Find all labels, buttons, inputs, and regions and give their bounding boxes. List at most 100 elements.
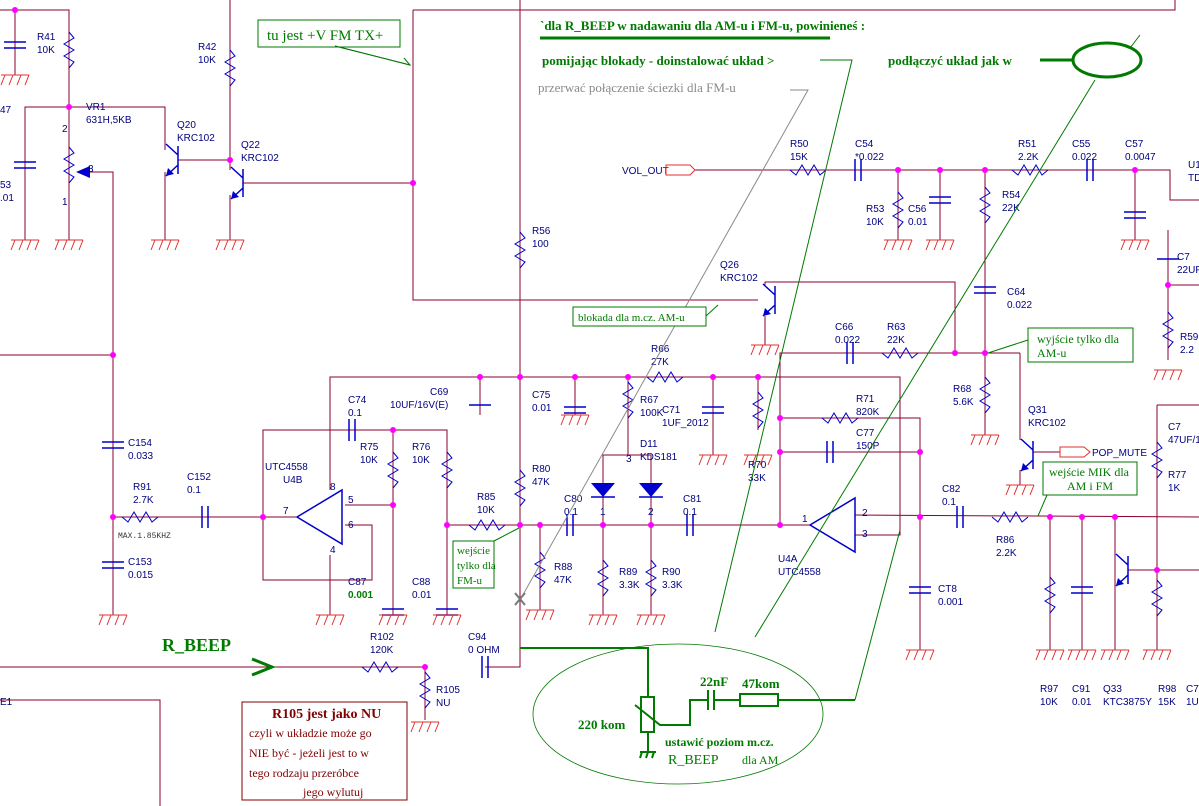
- component-ref: R97: [1040, 684, 1059, 695]
- component-ref: R54: [1002, 190, 1021, 201]
- component-value: 10UF/16V(E): [390, 400, 448, 411]
- component-ref: U4A: [778, 554, 798, 565]
- beep-label: R_BEEP: [668, 753, 719, 768]
- component-ref: C69: [430, 387, 449, 398]
- component-ref: R102: [370, 632, 394, 643]
- ground-icon: [925, 239, 955, 251]
- component-value: 120K: [370, 645, 394, 656]
- component-ref: R75: [360, 442, 379, 453]
- ground-icon: [410, 721, 440, 733]
- resistor-icon: [224, 49, 236, 87]
- capacitor-icon: [702, 406, 724, 414]
- component-value: 47: [0, 105, 12, 116]
- component-value: 0.01: [532, 403, 552, 414]
- junction-dot: [952, 350, 958, 356]
- ground-icon: [1120, 239, 1150, 251]
- diode-icon: [639, 483, 663, 497]
- component-ref: E1: [0, 697, 13, 708]
- pin-number: 1: [62, 197, 68, 208]
- component-value: 3.3K: [662, 580, 683, 591]
- component-value: 2.2: [1180, 345, 1194, 356]
- annotation-text: wejście MIK dla: [1049, 465, 1130, 479]
- transistor-arrow-icon: [1116, 578, 1124, 586]
- component-ref: R67: [640, 395, 659, 406]
- leader-line-cut: [519, 89, 809, 601]
- resistor-icon: [1151, 441, 1163, 479]
- junction-dot: [982, 167, 988, 173]
- capacitor-icon: [102, 561, 124, 569]
- component-value: 0.022: [835, 335, 860, 346]
- ground-icon: [883, 239, 913, 251]
- pin-number: 1: [802, 514, 808, 525]
- component-value: 100K: [640, 408, 664, 419]
- annotation-text: tylko dla: [457, 560, 496, 572]
- component-ref: C57: [1125, 139, 1144, 150]
- component-value: 10K: [1040, 697, 1058, 708]
- annotation-text: wyjście tylko dla: [1037, 332, 1120, 346]
- component-value: 0.01: [412, 590, 432, 601]
- component-value: 0.001: [938, 597, 963, 608]
- capacitor-icon: [974, 286, 996, 294]
- component-ref: R68: [953, 384, 972, 395]
- component-ref: Q31: [1028, 405, 1047, 416]
- junction-dot: [600, 522, 606, 528]
- junction-dot: [982, 350, 988, 356]
- component-ref: VR1: [86, 102, 106, 113]
- vol-out-port-icon: [665, 164, 696, 176]
- component-ref: R41: [37, 32, 56, 43]
- component-ref: R53: [866, 204, 885, 215]
- junction-dot: [777, 449, 783, 455]
- resistor-icon: [1044, 576, 1056, 614]
- capacitor-icon: [348, 419, 356, 441]
- component-ref: R91: [133, 482, 152, 493]
- ground-icon: [698, 454, 728, 466]
- component-ref: R90: [662, 567, 681, 578]
- annotation-text: AM-u: [1037, 346, 1066, 360]
- component-value: 2.2K: [996, 548, 1017, 559]
- component-value: 10K: [37, 45, 55, 56]
- pin-number: 3: [862, 529, 868, 540]
- r105-note-box: R105 jest jako NU czyli w układzie może …: [241, 701, 408, 801]
- capacitor-icon: [956, 506, 964, 528]
- transistor-arrow-icon: [166, 168, 174, 176]
- resistor-icon: [597, 559, 609, 597]
- capacitor-icon: [929, 196, 951, 204]
- r-beep-arrow-icon: [251, 657, 277, 677]
- component-value: TDA: [1188, 173, 1199, 184]
- resistor-icon: [468, 519, 506, 531]
- cut-mark-icon: [514, 592, 526, 606]
- junction-dot: [895, 167, 901, 173]
- component-value: 2.7K: [133, 495, 154, 506]
- junction-dot: [1165, 282, 1171, 288]
- component-ref: C80: [564, 494, 583, 505]
- resistor-icon: [881, 347, 919, 359]
- ground-icon: [432, 614, 462, 626]
- component-value: 3.3K: [619, 580, 640, 591]
- component-ref: C56: [908, 204, 927, 215]
- pin-number: 8: [330, 482, 336, 493]
- component-ref: UTC4558: [265, 462, 308, 473]
- resistor-icon: [514, 231, 526, 269]
- resistor-icon: [646, 371, 684, 383]
- resistor-icon: [892, 191, 904, 229]
- junction-dot: [572, 374, 578, 380]
- component-ref: C152: [187, 472, 211, 483]
- leader-line-connect: [754, 79, 1096, 638]
- ground-icon: [150, 239, 180, 251]
- junction-dot: [444, 522, 450, 528]
- component-value: KRC102: [241, 153, 279, 164]
- resistor-icon: [979, 376, 991, 414]
- capacitor-icon: [481, 656, 489, 678]
- component-ref: C74: [348, 395, 367, 406]
- component-ref: R80: [532, 464, 551, 475]
- component-value: 0.022: [1072, 152, 1097, 163]
- capacitor-icon: [1124, 211, 1146, 219]
- level-instruction: ustawić poziom m.cz.: [665, 735, 774, 749]
- component-ref: R89: [619, 567, 638, 578]
- capacitor-icon: [4, 41, 26, 49]
- component-ref: C55: [1072, 139, 1091, 150]
- ground-icon: [378, 614, 408, 626]
- capacitor-icon: [1086, 159, 1094, 181]
- pin-number: 2: [862, 508, 868, 519]
